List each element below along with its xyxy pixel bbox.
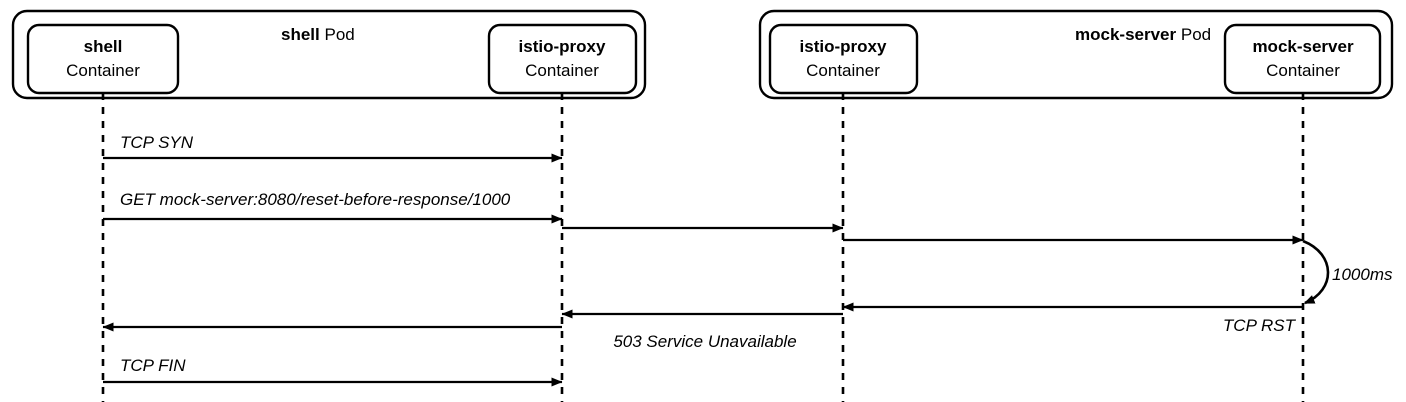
- message-tcp-syn[interactable]: TCP SYN: [103, 133, 563, 163]
- message-tcp-fin-label: TCP FIN: [120, 356, 186, 375]
- container-mock-server[interactable]: mock-server Container: [1223, 23, 1382, 95]
- pod-mock-server-title: mock-server Pod: [1075, 25, 1211, 44]
- message-503-service-unavailable[interactable]: 503 Service Unavailable: [561, 309, 843, 351]
- container-mock-istio-proxy[interactable]: istio-proxy Container: [768, 23, 919, 95]
- container-shell-istio-proxy-kind: Container: [525, 61, 599, 80]
- container-mock-istio-proxy-frame: [768, 23, 919, 95]
- container-shell[interactable]: shell Container: [26, 23, 180, 95]
- container-shell-kind: Container: [66, 61, 140, 80]
- pod-shell-name: shell: [281, 25, 320, 44]
- pod-mock-server-suffix: Pod: [1181, 25, 1211, 44]
- container-shell-name: shell: [84, 37, 123, 56]
- message-server-delay[interactable]: 1000ms: [1302, 239, 1393, 305]
- pod-shell-suffix: Pod: [324, 25, 354, 44]
- pod-shell[interactable]: shell Pod shell Container istio-proxy Co…: [11, 9, 647, 100]
- container-shell-frame: [26, 23, 180, 95]
- message-503-service-unavailable-label: 503 Service Unavailable: [613, 332, 796, 351]
- container-mock-istio-proxy-kind: Container: [806, 61, 880, 80]
- message-tcp-rst-label: TCP RST: [1223, 316, 1297, 335]
- pod-mock-server[interactable]: mock-server Pod istio-proxy Container mo…: [758, 9, 1394, 100]
- container-mock-server-kind: Container: [1266, 61, 1340, 80]
- container-shell-istio-proxy-frame: [487, 23, 638, 95]
- message-server-delay-loop: [1302, 239, 1330, 305]
- pod-mock-server-name: mock-server: [1075, 25, 1177, 44]
- message-tcp-rst[interactable]: TCP RST: [842, 302, 1303, 335]
- container-mock-server-name: mock-server: [1252, 37, 1354, 56]
- message-get-request[interactable]: GET mock-server:8080/reset-before-respon…: [103, 190, 563, 224]
- container-mock-server-frame: [1223, 23, 1382, 95]
- message-server-delay-label: 1000ms: [1332, 265, 1393, 284]
- container-shell-istio-proxy-name: istio-proxy: [519, 37, 606, 56]
- pod-shell-title: shell Pod: [281, 25, 355, 44]
- container-shell-istio-proxy[interactable]: istio-proxy Container: [487, 23, 638, 95]
- message-tcp-fin[interactable]: TCP FIN: [103, 356, 563, 387]
- container-mock-istio-proxy-name: istio-proxy: [800, 37, 887, 56]
- message-get-request-label: GET mock-server:8080/reset-before-respon…: [120, 190, 511, 209]
- message-tcp-syn-label: TCP SYN: [120, 133, 194, 152]
